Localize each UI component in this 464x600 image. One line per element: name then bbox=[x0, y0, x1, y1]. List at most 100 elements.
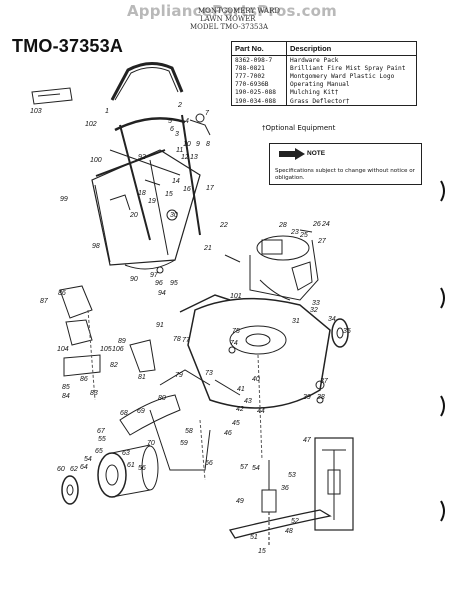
part-label: 8 bbox=[206, 141, 210, 148]
part-description: Mulching Kit† bbox=[290, 89, 339, 97]
upper-handle bbox=[110, 62, 184, 101]
part-label: 56 bbox=[138, 465, 146, 472]
part-label: 105 bbox=[100, 346, 112, 353]
page-edge-mark bbox=[440, 395, 445, 417]
part-label: 6 bbox=[170, 126, 174, 133]
part-label: 61 bbox=[127, 462, 135, 469]
part-label: 19 bbox=[148, 198, 156, 205]
part-label: 15 bbox=[258, 548, 266, 555]
note-box: NOTE Specifications subject to change wi… bbox=[269, 143, 422, 185]
part-label: 94 bbox=[158, 290, 166, 297]
cutting-blade bbox=[228, 509, 332, 539]
part-description: Brilliant Fire Mist Spray Paint bbox=[290, 64, 406, 72]
part-label: 26 bbox=[313, 221, 321, 228]
part-label: 38 bbox=[317, 394, 325, 401]
note-label: NOTE bbox=[307, 150, 326, 157]
part-label: 96 bbox=[155, 280, 163, 287]
part-label: 84 bbox=[62, 393, 70, 400]
watermark: AppliancePartsPros.com bbox=[127, 2, 337, 20]
part-label: 13 bbox=[190, 154, 198, 161]
part-label: 64 bbox=[80, 464, 88, 471]
part-label: 82 bbox=[110, 362, 118, 369]
page-edge-mark bbox=[440, 500, 445, 522]
part-label: 87 bbox=[40, 298, 48, 305]
part-label: 55 bbox=[98, 436, 106, 443]
part-label: 63 bbox=[122, 450, 130, 457]
col-part-no: Part No. bbox=[231, 41, 287, 56]
part-label: 12 bbox=[181, 154, 189, 161]
part-label: 77 bbox=[182, 337, 190, 344]
part-label: 20 bbox=[130, 212, 138, 219]
part-label: 89 bbox=[118, 338, 126, 345]
lower-handle-crossbar bbox=[114, 117, 186, 132]
part-number: 190-034-088 bbox=[231, 96, 287, 106]
part-label: 18 bbox=[138, 190, 146, 197]
part-description: Montgomery Ward Plastic Logo bbox=[290, 72, 395, 80]
part-label: 102 bbox=[85, 121, 97, 128]
part-number: 777-7002 bbox=[231, 72, 287, 81]
part-label: 14 bbox=[172, 178, 180, 185]
part-description: Grass Deflector† bbox=[290, 97, 350, 105]
upper-handle-inner bbox=[114, 67, 179, 101]
part-label: 11 bbox=[176, 147, 184, 154]
part-label: 65 bbox=[95, 448, 103, 455]
part-label: 40 bbox=[252, 376, 260, 383]
handle-rail-right bbox=[181, 114, 201, 236]
part-label: 36 bbox=[281, 485, 289, 492]
part-label: 51 bbox=[250, 534, 258, 541]
part-label: 78 bbox=[173, 336, 181, 343]
part-label: 41 bbox=[237, 386, 245, 393]
engine-body bbox=[249, 239, 319, 301]
part-label: 53 bbox=[288, 472, 296, 479]
part-label: 45 bbox=[232, 420, 240, 427]
part-label: 86 bbox=[58, 290, 66, 297]
part-label: 95 bbox=[170, 280, 178, 287]
part-label: 5 bbox=[168, 118, 172, 125]
part-number: 788-0821 bbox=[231, 64, 287, 73]
front-wheel bbox=[97, 452, 127, 498]
arrow-right-icon bbox=[279, 148, 305, 160]
part-number: 770-6936B bbox=[231, 80, 287, 89]
part-label: 73 bbox=[205, 370, 213, 377]
part-label: 33 bbox=[312, 300, 320, 307]
part-label: 22 bbox=[220, 222, 228, 229]
part-label: 23 bbox=[291, 229, 299, 236]
part-label: 7 bbox=[205, 110, 209, 117]
part-label: 92 bbox=[138, 154, 146, 161]
part-label: 49 bbox=[236, 498, 244, 505]
part-label: 79 bbox=[175, 372, 183, 379]
part-label: 30 bbox=[170, 212, 178, 219]
part-label: 59 bbox=[180, 440, 188, 447]
part-label: 98 bbox=[92, 243, 100, 250]
part-label: 97 bbox=[150, 272, 158, 279]
page-edge-mark bbox=[440, 287, 445, 309]
inset-box bbox=[314, 437, 354, 531]
part-label: 34 bbox=[328, 316, 336, 323]
part-description: Operating Manual bbox=[290, 81, 350, 89]
part-label: 44 bbox=[257, 408, 265, 415]
part-label: 62 bbox=[70, 466, 78, 473]
part-label: 17 bbox=[206, 185, 214, 192]
part-label: 47 bbox=[303, 437, 311, 444]
header-model: MODEL TMO-37353A bbox=[190, 23, 269, 31]
part-label: 80 bbox=[158, 395, 166, 402]
part-label: 85 bbox=[62, 384, 70, 391]
part-label: 86 bbox=[80, 376, 88, 383]
part-label: 74 bbox=[230, 340, 238, 347]
part-label: 25 bbox=[300, 232, 308, 239]
part-label: 35 bbox=[343, 328, 351, 335]
part-label: 28 bbox=[279, 222, 287, 229]
part-label: 69 bbox=[137, 408, 145, 415]
part-label: 3 bbox=[175, 131, 179, 138]
part-label: 100 bbox=[90, 157, 102, 164]
part-label: 81 bbox=[138, 374, 146, 381]
part-label: 106 bbox=[112, 346, 124, 353]
part-label: 57 bbox=[240, 464, 248, 471]
part-label: 60 bbox=[57, 466, 65, 473]
header-brand: MONTGOMERY WARD bbox=[198, 7, 280, 15]
part-label: 66 bbox=[205, 460, 213, 467]
